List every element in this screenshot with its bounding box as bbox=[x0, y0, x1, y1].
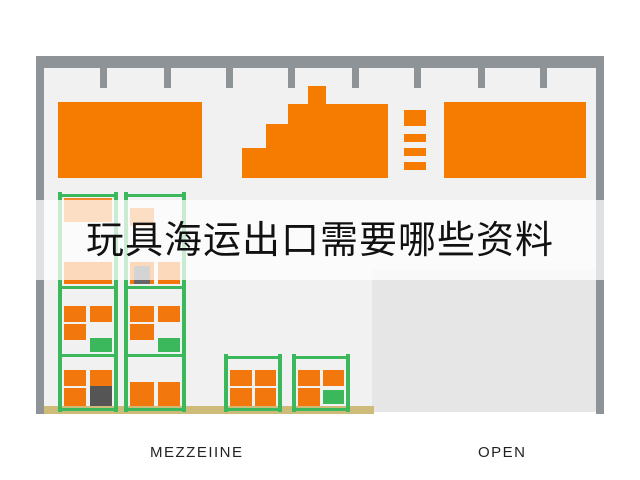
caption-open: OPEN bbox=[478, 444, 527, 461]
frame-tabs bbox=[100, 68, 547, 88]
rack-a-label bbox=[90, 338, 112, 352]
rack-tall-b bbox=[124, 192, 186, 412]
rack-a-dark-box bbox=[90, 386, 112, 406]
open-area bbox=[372, 270, 598, 412]
title-banner bbox=[0, 200, 640, 280]
panel-left bbox=[58, 102, 202, 178]
panel-small-stack bbox=[404, 110, 426, 170]
rack-tall-a bbox=[58, 192, 118, 412]
rack-short-c bbox=[224, 354, 282, 412]
rack-b-label bbox=[158, 338, 180, 352]
frame-top bbox=[36, 56, 604, 68]
floor-strip bbox=[44, 406, 374, 414]
rack-d-label bbox=[323, 390, 344, 404]
rack-c-boxes bbox=[230, 370, 276, 406]
banner-title: 玩具海运出口需要哪些资料 bbox=[85, 218, 554, 262]
rack-d-boxes bbox=[298, 370, 344, 406]
rack-short-d bbox=[292, 354, 350, 412]
panel-right bbox=[444, 102, 586, 178]
caption-mezzanine: MEZZEIINE bbox=[150, 444, 244, 461]
panel-stepped bbox=[242, 86, 388, 178]
